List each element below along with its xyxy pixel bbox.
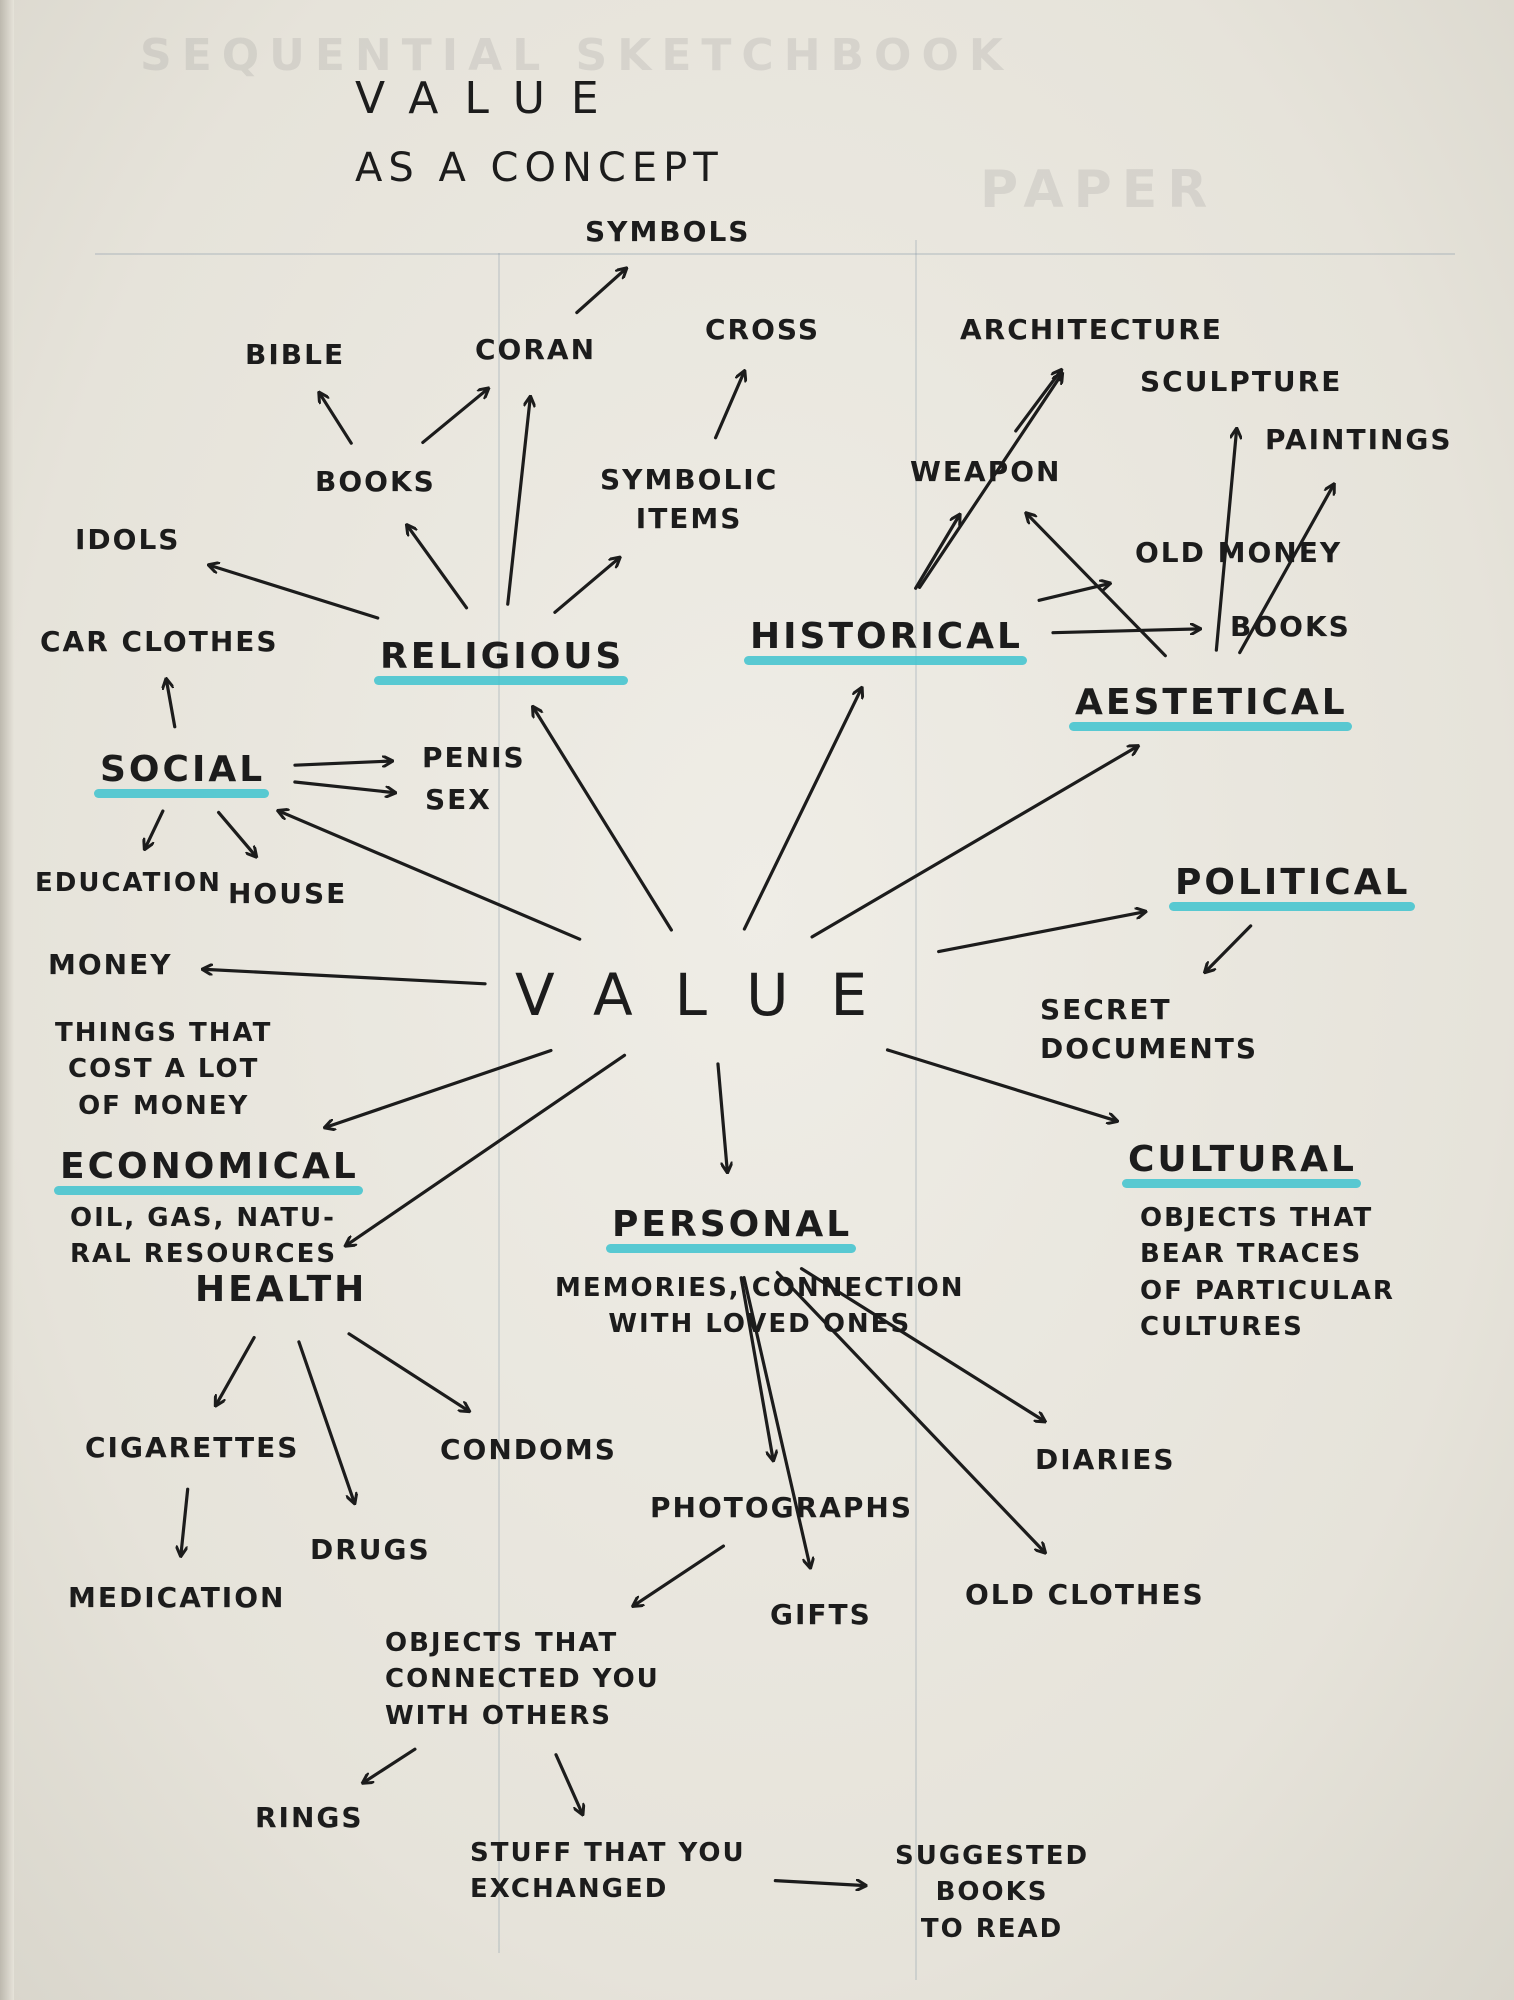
node-paintings: PAINTINGS <box>1265 423 1453 456</box>
node-suggested-books: SUGGESTED BOOKS TO READ <box>895 1841 1090 1944</box>
arrow-social-to-sex <box>293 780 395 793</box>
highlight-economical <box>54 1186 363 1195</box>
node-diaries: DIARIES <box>1035 1443 1176 1476</box>
center-node-value: VALUE <box>515 961 910 1029</box>
page-title: VALUE <box>355 73 625 124</box>
highlight-cultural <box>1122 1179 1361 1188</box>
node-penis: PENIS <box>422 741 526 774</box>
node-stuff-exchanged: STUFF THAT YOU EXCHANGED <box>470 1838 746 1905</box>
highlight-religious <box>374 676 628 685</box>
arrow-religious-to-idols <box>209 565 380 620</box>
highlight-political <box>1169 902 1415 911</box>
arrow-objects_connected-to-stuff_exchanged <box>554 1753 582 1815</box>
node-money: MONEY <box>48 948 173 981</box>
node-health: HEALTH <box>195 1269 368 1310</box>
node-house: HOUSE <box>228 877 348 910</box>
node-cross: CROSS <box>705 313 820 346</box>
category-historical: HISTORICAL <box>750 616 1023 657</box>
node-sex: SEX <box>425 783 492 816</box>
arrow-symbolic_items-to-cross <box>713 371 745 440</box>
arrow-religious-to-coran <box>506 397 531 606</box>
node-coran: CORAN <box>475 333 597 366</box>
ghost-rule <box>915 240 917 1980</box>
arrow-center-to-religious <box>533 707 673 932</box>
category-personal: PERSONAL <box>612 1204 853 1245</box>
category-economical: ECONOMICAL <box>60 1146 359 1187</box>
node-weapon: WEAPON <box>910 455 1062 488</box>
node-books-religious: BOOKS <box>315 465 436 498</box>
node-old-clothes: OLD CLOTHES <box>965 1578 1205 1611</box>
arrow-religious-to-symbolic_items <box>553 558 620 614</box>
arrow-weapon-to-architecture <box>1014 370 1061 433</box>
node-architecture: ARCHITECTURE <box>960 313 1223 346</box>
node-books-aesthetic: BOOKS <box>1230 610 1351 643</box>
node-idols: IDOLS <box>75 523 181 556</box>
arrow-social-to-penis <box>293 761 392 765</box>
arrow-books_rel-to-coran <box>421 389 488 445</box>
node-condoms: CONDOMS <box>440 1433 617 1466</box>
arrow-photographs-to-objects_connected <box>633 1544 726 1606</box>
highlight-personal <box>606 1244 856 1253</box>
ghost-text: SEQUENTIAL SKETCHBOOK <box>140 30 1013 81</box>
arrow-health-to-condoms <box>347 1332 469 1411</box>
node-old-money: OLD MONEY <box>1135 536 1343 569</box>
arrow-cigarettes-to-medication <box>181 1487 190 1556</box>
highlight-aestetical <box>1069 722 1352 731</box>
arrow-historical-to-books_aes <box>1051 629 1200 633</box>
highlight-historical <box>744 656 1027 665</box>
arrow-center-to-health <box>346 1053 627 1245</box>
arrow-objects_connected-to-rings <box>363 1747 417 1783</box>
node-drugs: DRUGS <box>310 1533 431 1566</box>
arrow-social-to-house <box>216 810 256 856</box>
arrow-center-to-aestetical <box>810 746 1138 939</box>
node-cigarettes: CIGARETTES <box>85 1431 300 1464</box>
category-social: SOCIAL <box>100 749 266 790</box>
arrow-historical-to-old_money <box>1037 583 1110 602</box>
arrow-stuff_exchanged-to-suggested_books <box>773 1879 865 1886</box>
arrow-political-to-secret_documents <box>1205 924 1253 972</box>
node-photographs: PHOTOGRAPHS <box>650 1491 913 1524</box>
node-sculpture: SCULPTURE <box>1140 365 1343 398</box>
node-medication: MEDICATION <box>68 1581 286 1614</box>
node-cultural-description: OBJECTS THAT BEAR TRACES OF PARTICULAR C… <box>1140 1203 1395 1343</box>
arrow-center-to-political <box>937 912 1146 954</box>
node-secret-documents: SECRET DOCUMENTS <box>1040 993 1259 1066</box>
ghost-text: PAPER <box>980 160 1218 220</box>
arrow-social-to-car_clothes <box>166 679 177 729</box>
arrow-health-to-cigarettes <box>216 1335 256 1406</box>
node-oil-gas: OIL, GAS, NATU- RAL RESOURCES <box>70 1203 338 1270</box>
node-car-clothes: CAR CLOTHES <box>40 625 279 658</box>
node-gifts: GIFTS <box>770 1598 872 1631</box>
ghost-rule <box>95 253 1455 255</box>
node-education: EDUCATION <box>35 868 222 898</box>
arrow-books_rel-to-bible <box>319 393 353 445</box>
arrow-health-to-drugs <box>297 1340 355 1503</box>
category-cultural: CULTURAL <box>1128 1139 1357 1180</box>
arrow-center-to-money <box>203 969 487 986</box>
arrow-center-to-historical <box>742 688 861 931</box>
category-political: POLITICAL <box>1175 862 1411 903</box>
arrow-coran-to-symbols <box>575 268 626 315</box>
arrow-center-to-economical <box>325 1048 553 1127</box>
page-subtitle: AS A CONCEPT <box>355 145 724 191</box>
category-aestetical: AESTETICAL <box>1075 682 1348 723</box>
highlight-social <box>94 789 269 798</box>
arrow-social-to-education <box>145 809 165 849</box>
arrow-historical-to-weapon <box>914 515 960 590</box>
category-religious: RELIGIOUS <box>380 636 625 677</box>
node-personal-description: MEMORIES, CONNECTION WITH LOVED ONES <box>555 1273 965 1340</box>
arrow-religious-to-books_rel <box>407 525 469 610</box>
node-objects-connected: OBJECTS THAT CONNECTED YOU WITH OTHERS <box>385 1628 660 1731</box>
node-symbols: SYMBOLS <box>585 215 751 248</box>
node-rings: RINGS <box>255 1801 364 1834</box>
node-symbolic-items: SYMBOLIC ITEMS <box>600 463 779 536</box>
arrow-center-to-personal <box>716 1062 727 1172</box>
node-things-cost: THINGS THAT COST A LOT OF MONEY <box>55 1018 273 1121</box>
node-bible: BIBLE <box>245 338 346 371</box>
